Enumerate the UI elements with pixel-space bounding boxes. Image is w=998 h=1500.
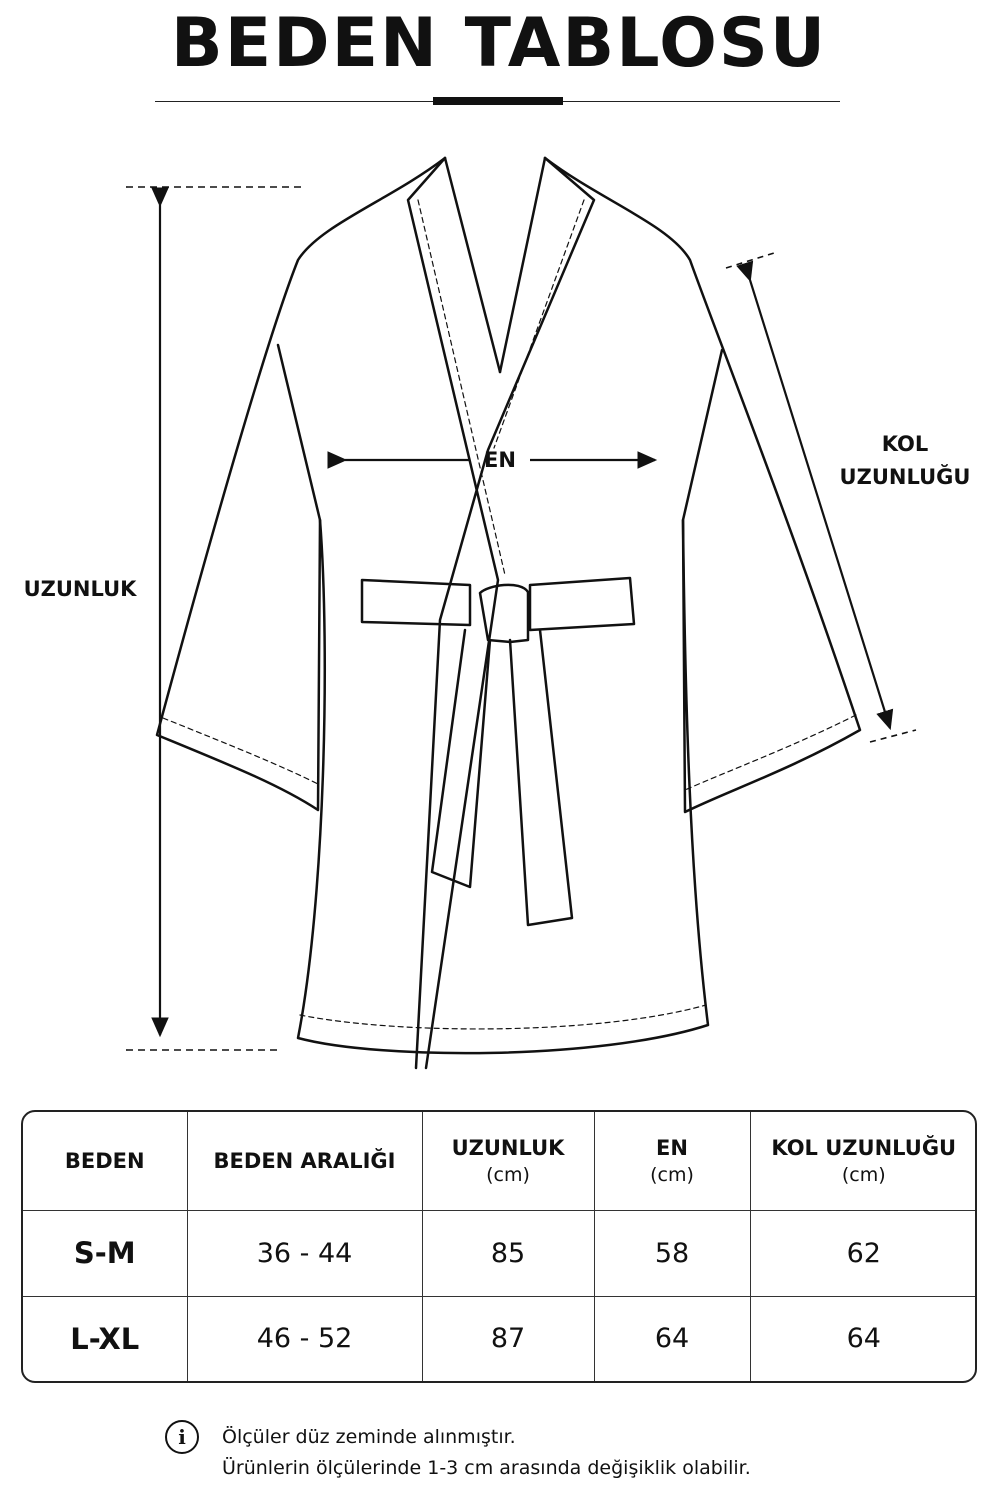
cell-size: L-XL bbox=[23, 1295, 188, 1381]
robe-illustration bbox=[126, 156, 917, 1070]
page-title: BEDEN TABLOSU bbox=[170, 4, 828, 83]
cell-sleeve: 64 bbox=[749, 1295, 975, 1381]
table-header-row: BEDEN BEDEN ARALIĞI UZUNLUK(cm) EN(cm) K… bbox=[23, 1112, 975, 1211]
cell-size: S-M bbox=[23, 1210, 188, 1297]
belt-knot bbox=[478, 583, 530, 644]
sleeve-arrow bbox=[736, 260, 894, 731]
sleeve-guide-bottom bbox=[869, 729, 917, 743]
note-line2: Ürünlerin ölçülerinde 1-3 cm arasında de… bbox=[222, 1457, 751, 1479]
header-size: BEDEN bbox=[23, 1112, 188, 1211]
size-table: BEDEN BEDEN ARALIĞI UZUNLUK(cm) EN(cm) K… bbox=[21, 1110, 977, 1383]
note-line1: Ölçüler düz zeminde alınmıştır. bbox=[222, 1426, 516, 1448]
header-length: UZUNLUK(cm) bbox=[421, 1112, 595, 1211]
header-size-range: BEDEN ARALIĞI bbox=[186, 1112, 423, 1211]
title-divider-accent bbox=[433, 97, 563, 105]
table-row: L-XL 46 - 52 87 64 64 bbox=[23, 1295, 975, 1381]
header-sleeve-length: KOL UZUNLUĞU(cm) bbox=[749, 1112, 975, 1211]
sleeve-length-label: KOL UZUNLUĞU bbox=[830, 428, 980, 494]
cell-range: 46 - 52 bbox=[186, 1295, 423, 1381]
cell-width: 64 bbox=[593, 1295, 751, 1381]
cell-sleeve: 62 bbox=[749, 1210, 975, 1297]
cell-length: 85 bbox=[421, 1210, 595, 1297]
robe-body bbox=[296, 518, 710, 1055]
cell-width: 58 bbox=[593, 1210, 751, 1297]
belt-left bbox=[360, 578, 472, 627]
sleeve-label-line2: UZUNLUĞU bbox=[839, 465, 971, 489]
table-row: S-M 36 - 44 85 58 62 bbox=[23, 1210, 975, 1297]
header-width: EN(cm) bbox=[593, 1112, 751, 1211]
belt-right bbox=[528, 576, 636, 632]
collar-left bbox=[406, 156, 500, 1070]
cell-range: 36 - 44 bbox=[186, 1210, 423, 1297]
length-label: UZUNLUK bbox=[23, 577, 137, 601]
sleeve-label-line1: KOL bbox=[881, 432, 929, 456]
left-sleeve bbox=[155, 156, 447, 812]
collar-right bbox=[414, 156, 596, 1070]
right-sleeve bbox=[543, 156, 862, 814]
info-icon: i bbox=[165, 1420, 199, 1454]
cell-length: 87 bbox=[421, 1295, 595, 1381]
width-label: EN bbox=[484, 448, 516, 472]
sleeve-guide-top bbox=[725, 252, 775, 269]
